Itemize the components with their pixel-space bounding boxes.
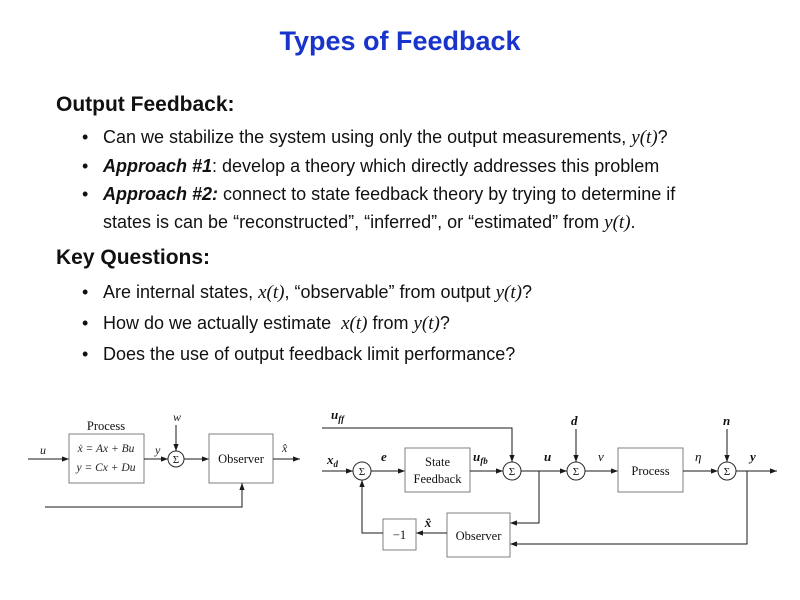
n-label: n: [723, 413, 730, 428]
e-label: e: [381, 449, 387, 464]
state-feedback-title-line2: Feedback: [414, 472, 463, 486]
key-questions-heading: Key Questions:: [56, 246, 211, 269]
negative-one-label: −1: [393, 528, 406, 542]
w-label: w: [173, 410, 181, 424]
bullet-text-segment: states is can be “reconstructed”, “infer…: [103, 212, 605, 232]
xd-main: x: [326, 452, 334, 467]
key-questions-list: • Are internal states, x(t), “observable…: [82, 277, 762, 369]
feedback-loop-diagram: uff xd Σ e State Feedback ufb Σ u d Σ ν …: [322, 407, 777, 558]
state-feedback-box: [404, 447, 471, 493]
bullet-text-segment: How do we actually estimate: [103, 313, 342, 333]
list-item: • Does the use of output feedback limit …: [82, 339, 762, 369]
process-box-title: Process: [631, 464, 669, 478]
approach-1-label: Approach #1: [103, 156, 213, 176]
bullet-text-segment: from: [367, 313, 414, 333]
bullet-text: Can we stabilize the system using only t…: [103, 123, 668, 152]
u-feedforward-line: [45, 483, 245, 508]
bullet-text-segment: ?: [521, 282, 532, 302]
process-box: [68, 433, 145, 484]
sigma-symbol: Σ: [573, 466, 579, 478]
bullet-text: Are internal states, x(t), “observable” …: [103, 277, 532, 308]
eta-label: η: [695, 449, 701, 464]
u-label: u: [40, 443, 46, 457]
list-item: • Approach #1: develop a theory which di…: [82, 152, 762, 180]
ufb-main: u: [473, 449, 480, 464]
observer-block-diagram: u Process ẋ = Ax + Bu y = Cx + Du y Σ w…: [28, 410, 300, 508]
observer-box-title: Observer: [456, 529, 503, 543]
sigma-symbol: Σ: [173, 454, 179, 466]
math-x-of-t: x(t): [341, 313, 368, 334]
bullet-text-segment: Are internal states,: [103, 282, 259, 302]
page-title: Types of Feedback: [279, 26, 521, 56]
uff-main: u: [331, 407, 338, 422]
u-label: u: [544, 449, 551, 464]
list-item: • Can we stabilize the system using only…: [82, 123, 762, 152]
sigma-symbol: Σ: [724, 466, 730, 478]
bullet-text-segment: Can we stabilize the system using only t…: [103, 127, 632, 147]
math-y-of-t: y(t): [604, 212, 631, 233]
state-feedback-title-line1: State: [425, 455, 450, 469]
sigma-symbol: Σ: [359, 466, 365, 478]
bullet-dot: •: [82, 184, 89, 204]
xhat-label: x̂: [424, 515, 432, 530]
ufb-sub: fb: [480, 456, 488, 466]
observer-box: [446, 512, 511, 558]
nu-label: ν: [598, 449, 604, 464]
state-equation: ẋ = Ax + Bu: [77, 443, 135, 455]
bullet-dot: •: [82, 313, 89, 333]
math-x-of-t: x(t): [258, 282, 285, 303]
output-feedback-heading: Output Feedback:: [56, 93, 235, 116]
negative-one-box: [382, 518, 417, 551]
math-y-of-t: y(t): [631, 127, 658, 148]
list-item: • How do we actually estimate x(t) from …: [82, 308, 762, 339]
bullet-text: Approach #2: connect to state feedback t…: [103, 180, 675, 237]
list-item: • Approach #2: connect to state feedback…: [82, 180, 762, 237]
bullet-dot: •: [82, 344, 89, 364]
math-y-of-t: y(t): [495, 282, 522, 303]
feedback-return-line: [359, 480, 383, 534]
bullet-text-segment: .: [630, 212, 636, 232]
uff-line: [322, 427, 515, 462]
output-feedback-list: • Can we stabilize the system using only…: [82, 123, 762, 237]
sigma-symbol: Σ: [509, 466, 515, 478]
ufb-label: ufb: [473, 449, 488, 466]
bullet-text-segment: ?: [439, 313, 450, 333]
bullet-dot: •: [82, 156, 89, 176]
u-to-observer-line: [510, 471, 540, 526]
bullet-dot: •: [82, 282, 89, 302]
bullet-dot: •: [82, 127, 89, 147]
bullet-text: How do we actually estimate x(t) from y(…: [103, 308, 450, 339]
process-box: [617, 447, 684, 493]
list-item: • Are internal states, x(t), “observable…: [82, 277, 762, 308]
xhat-label: x̂: [281, 441, 288, 455]
bullet-text-segment: : develop a theory which directly addres…: [212, 156, 660, 176]
y-to-observer-line: [510, 471, 748, 547]
observer-box-title: Observer: [218, 452, 265, 466]
xd-sub: d: [334, 459, 339, 469]
approach-2-label: Approach #2:: [103, 184, 219, 204]
uff-label: uff: [331, 407, 345, 424]
bullet-text-segment: ?: [657, 127, 668, 147]
uff-sub: ff: [338, 414, 345, 424]
xd-label: xd: [326, 452, 339, 469]
y-label: y: [154, 443, 161, 457]
y-label: y: [748, 449, 756, 464]
bullet-text: Approach #1: develop a theory which dire…: [103, 152, 659, 180]
math-y-of-t: y(t): [413, 313, 440, 334]
bullet-text-segment: connect to state feedback theory by tryi…: [218, 184, 676, 204]
bullet-text-segment: , “observable” from output: [284, 282, 496, 302]
d-label: d: [571, 413, 578, 428]
bullet-text: Does the use of output feedback limit pe…: [103, 344, 516, 364]
process-box-title: Process: [87, 419, 125, 433]
output-equation: y = Cx + Du: [76, 462, 136, 474]
